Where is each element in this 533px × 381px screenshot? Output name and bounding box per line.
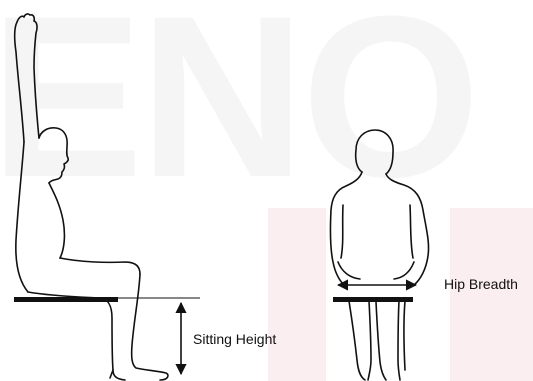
seat-back [333, 297, 413, 302]
seated-figure-side [15, 14, 168, 380]
seat-side [14, 297, 118, 302]
hip-breadth-label: Hip Breadth [444, 276, 518, 292]
sitting-height-label: Sitting Height [193, 331, 276, 347]
seated-figure-back [330, 130, 428, 380]
